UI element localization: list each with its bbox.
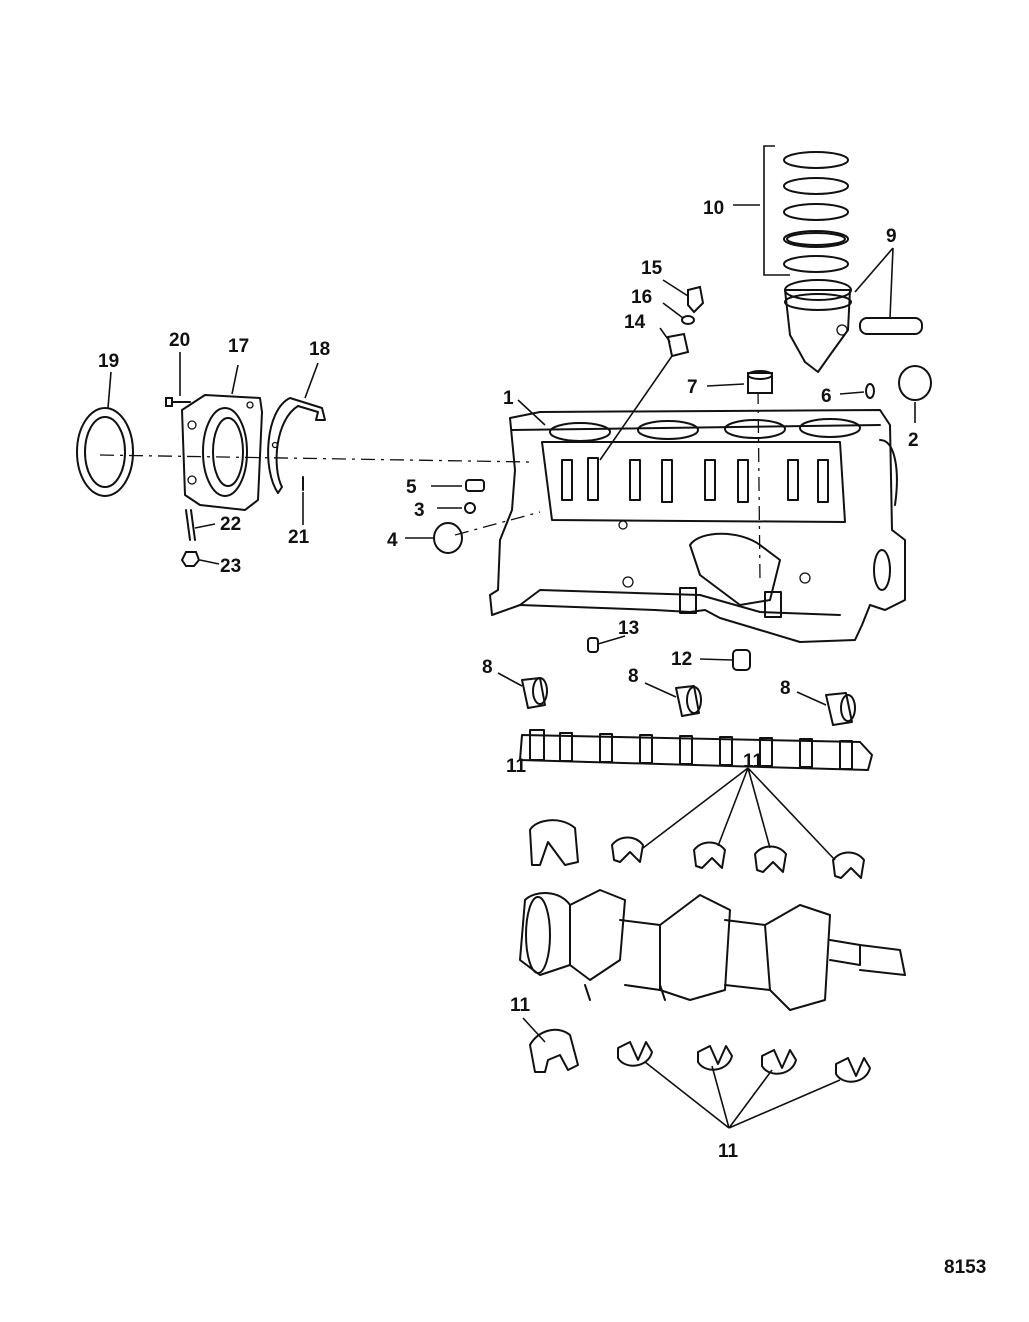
oil-pressure-fitting [599,285,705,461]
camshaft-rear-plug [747,370,773,394]
upper-main-bearing-2 [611,836,644,863]
rear-seal-housing [181,394,263,511]
cylinder-block [489,409,906,643]
callout-6: 6 [821,386,832,407]
camshaft-bearing-1 [521,677,548,709]
callout-16: 16 [631,287,652,308]
upper-main-bearing-thrust [529,819,579,866]
camshaft-bearing-3 [825,692,856,726]
callout-11-lower-left: 11 [510,995,531,1016]
callout-11-upper-left: 11 [506,756,527,777]
callout-22: 22 [220,514,241,535]
callout-21: 21 [288,527,310,548]
housing-stud [185,509,196,541]
upper-main-bearing-3 [693,841,726,869]
piston-assembly [784,279,923,373]
callout-18: 18 [309,339,330,360]
callout-2: 2 [908,430,919,451]
lower-main-bearing-3 [697,1045,733,1071]
callout-14: 14 [624,312,646,333]
oil-gallery-plug [587,637,599,653]
small-core-plug [464,502,476,514]
block-sleeve [465,479,485,492]
callout-10: 10 [703,198,724,219]
callout-labels: 1 2 3 4 5 6 7 8 8 8 9 10 11 11 11 11 12 … [98,198,919,1162]
camshaft [519,729,873,771]
crankshaft-centerline [99,454,531,463]
callout-19: 19 [98,351,119,372]
callout-17: 17 [228,336,249,357]
rear-main-seal [76,407,134,497]
upper-main-bearing-4 [754,845,787,873]
housing-screw [165,397,191,407]
callout-9: 9 [886,226,897,247]
leader-lines [107,204,916,1129]
callout-8-left: 8 [482,657,493,678]
callout-7: 7 [687,377,698,398]
callout-23: 23 [220,556,241,577]
piston-rings [763,145,849,276]
callout-11-upper-right: 11 [743,751,764,772]
callout-8-right: 8 [780,678,791,699]
camshaft-bearing-2 [675,685,702,717]
rear-seal-gasket [267,397,326,494]
callout-11-lower-center: 11 [718,1141,739,1162]
pipe-plug [865,383,875,399]
lower-main-bearing-4 [761,1049,797,1075]
callout-13: 13 [618,618,639,639]
callout-12: 12 [671,649,692,670]
drain-plug [732,649,751,671]
callout-1: 1 [503,388,514,409]
large-core-plug [898,365,932,401]
callout-5: 5 [406,477,417,498]
crankshaft [519,889,906,1011]
callout-20: 20 [169,330,190,351]
callout-4: 4 [387,530,398,551]
callout-3: 3 [414,500,425,521]
upper-main-bearing-5 [832,851,865,879]
core-plug [433,522,463,554]
housing-nut [180,551,201,567]
callout-8-center: 8 [628,666,639,687]
lower-main-bearing-2 [617,1041,653,1067]
core-plug-centerline [454,511,541,536]
lower-main-bearing-thrust [529,1028,579,1073]
piston-centerline [757,389,761,581]
lower-main-bearing-5 [835,1057,871,1083]
figure-number: 8153 [944,1257,987,1278]
callout-15: 15 [641,258,663,279]
